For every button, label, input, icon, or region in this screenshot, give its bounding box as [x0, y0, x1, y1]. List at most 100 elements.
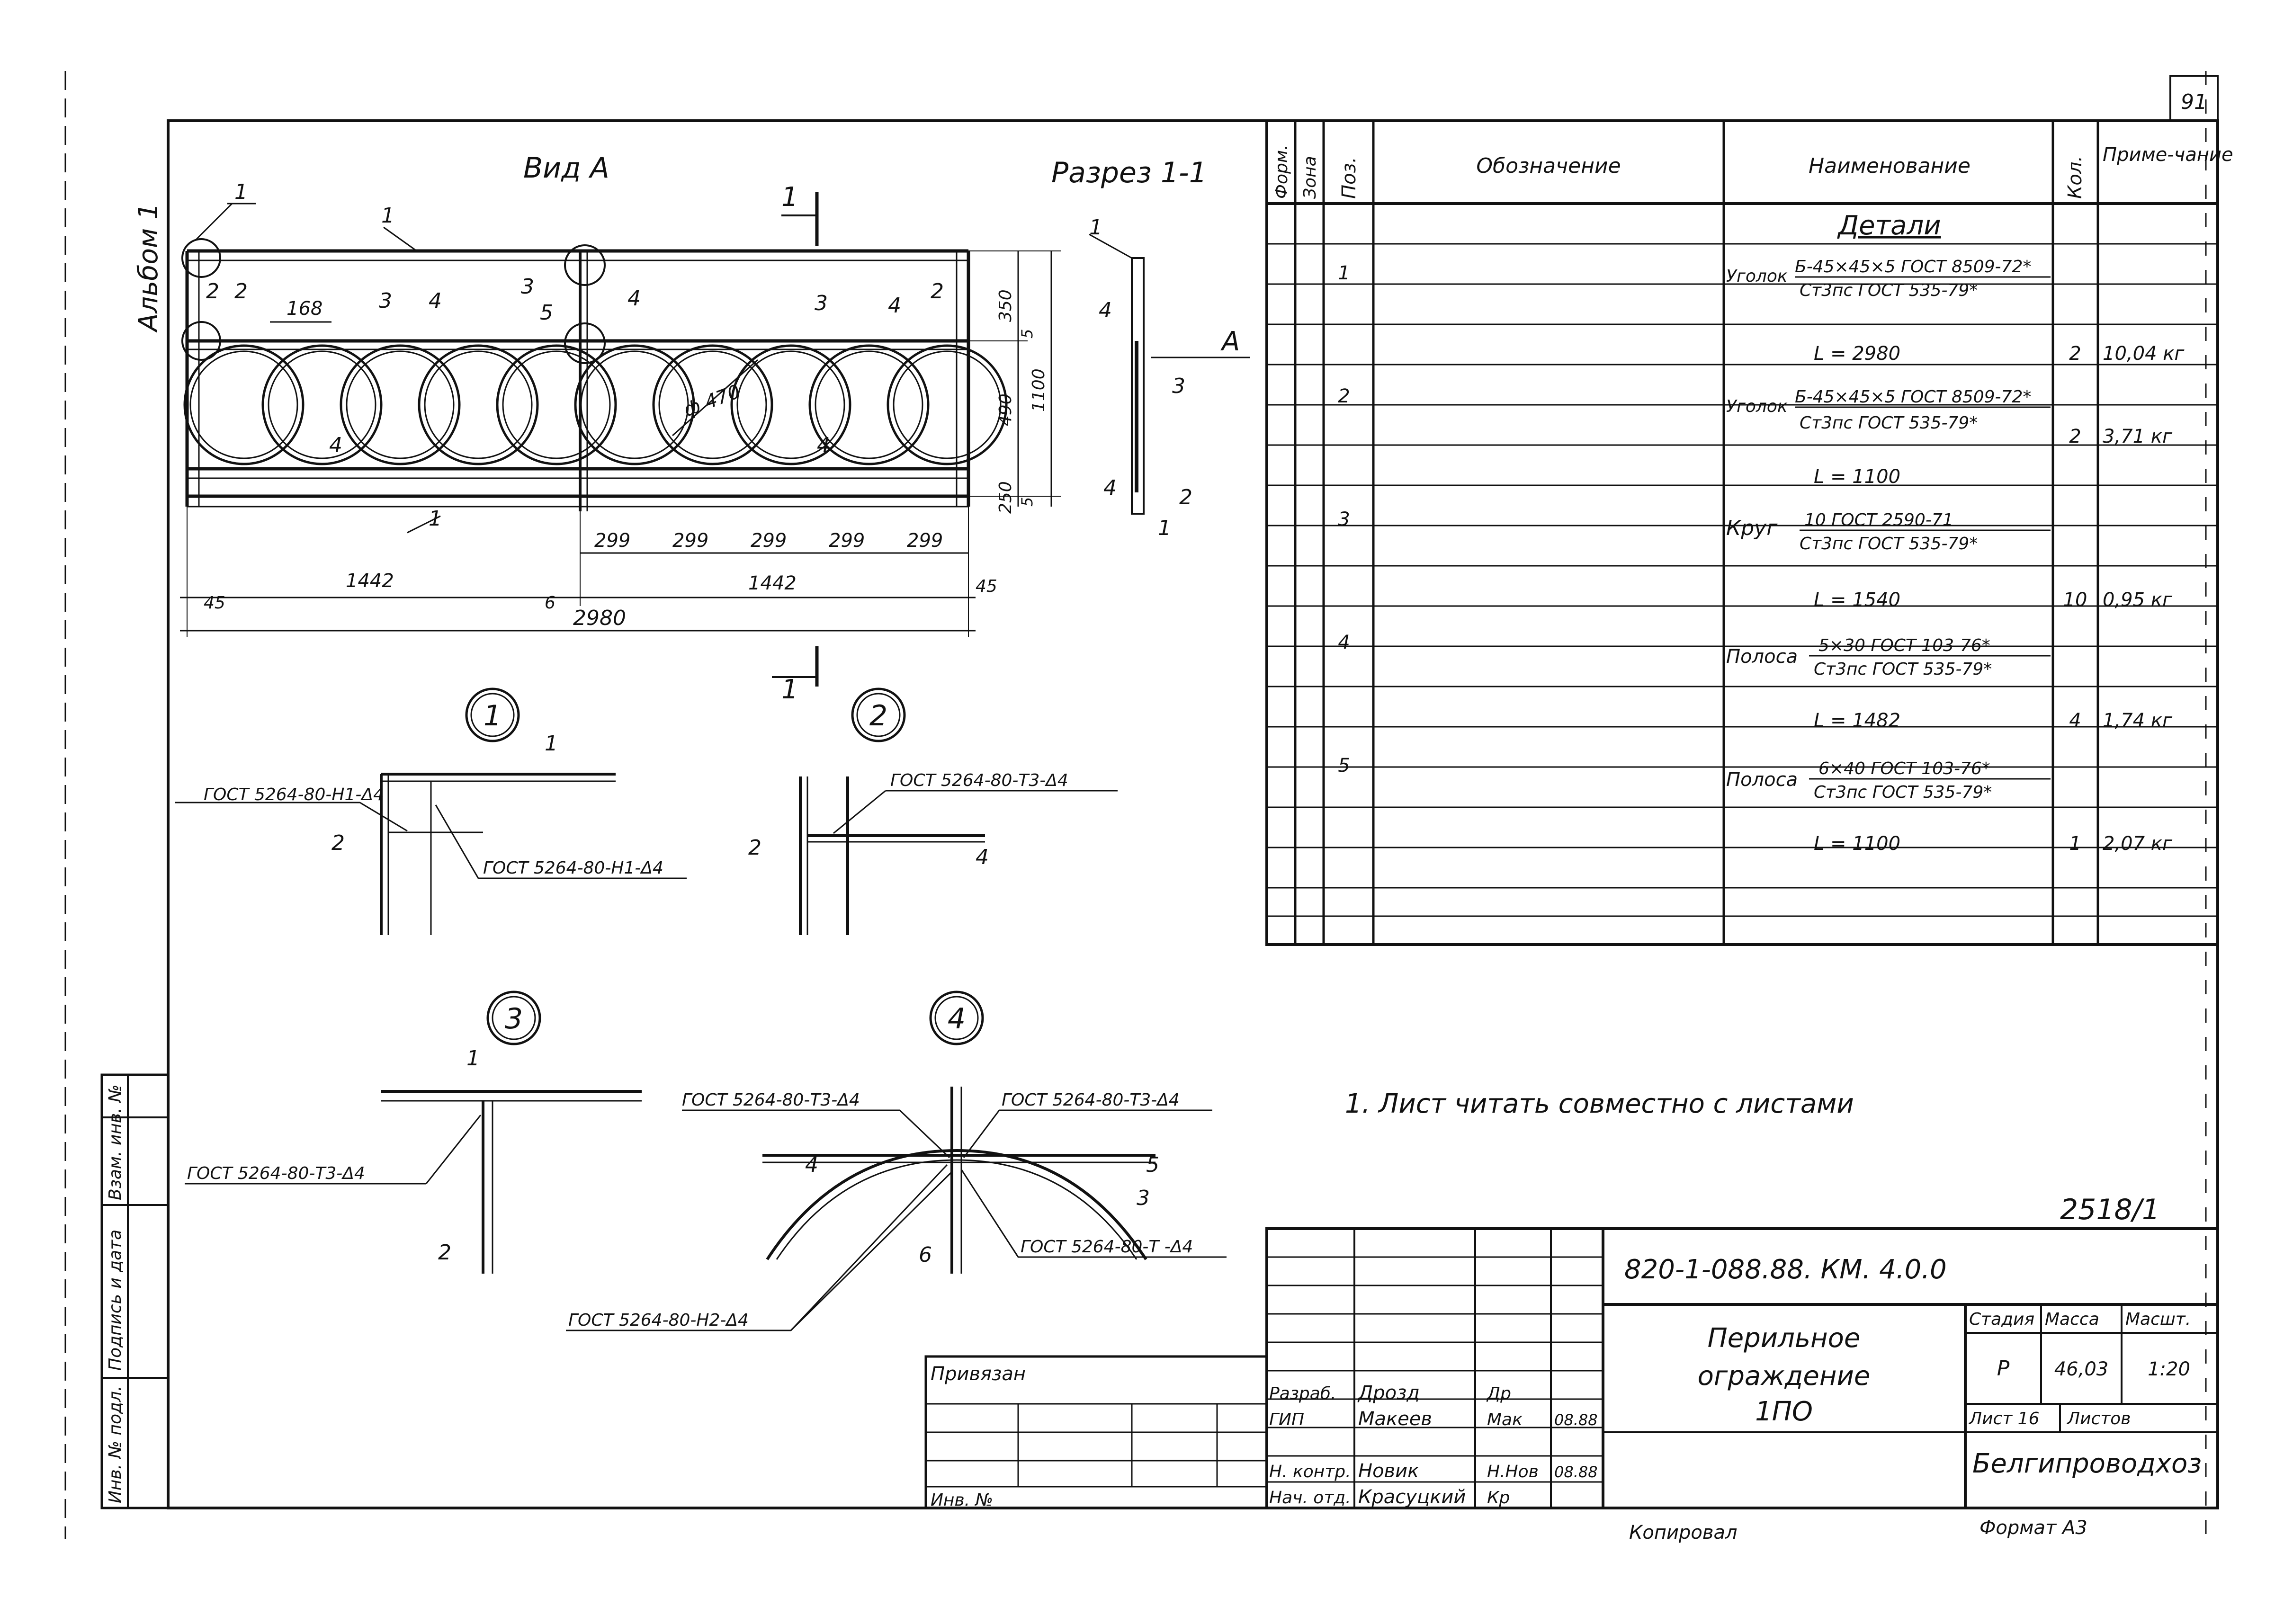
dim-299: 299 [751, 530, 787, 552]
node-number: 4 [948, 1002, 966, 1035]
spec-row-note: 0,95 кг [2103, 589, 2173, 611]
spec-row-length: L = 1540 [1814, 589, 1900, 611]
spec-row-standard: Б-45×45×5 ГОСТ 8509-72* [1795, 387, 2031, 407]
spec-row-length: L = 2980 [1814, 343, 1900, 365]
specification-table: Форм. Зона Поз. Обозначение Наименование… [1265, 119, 2233, 946]
node-pos-2: 2 [438, 1240, 451, 1265]
spec-row-qty: 2 [2069, 426, 2081, 447]
view-pos-1: 1 [429, 507, 442, 531]
drawing-title-line1: Перильное [1708, 1323, 1861, 1354]
role-person: Макеев [1358, 1408, 1432, 1430]
dim-250: 250 [996, 481, 1015, 514]
role-signature: Н.Нов [1487, 1462, 1539, 1481]
dim-490: 490 [996, 393, 1015, 426]
document-code: 820-1-088.88. КМ. 4.0.0 [1624, 1254, 1947, 1285]
dim-1100: 1100 [1029, 368, 1048, 412]
weld-callout: ГОСТ 5264-80-Т3-Δ4 [1002, 1090, 1180, 1110]
album-label: Альбом 1 [133, 203, 164, 333]
spec-row-material: Ст3пс ГОСТ 535-79* [1814, 783, 1992, 802]
node-pos-5: 5 [1146, 1153, 1159, 1177]
spec-row-pos: 3 [1338, 509, 1350, 530]
node-pos-2: 2 [748, 836, 761, 860]
section-pos-1: 1 [1089, 215, 1102, 240]
view-title: Вид А [523, 152, 609, 185]
title-block: Привязан Инв. № 820-1-088.88. КМ. 4.0.0 … [924, 1227, 2219, 1544]
dim-5: 5 [1018, 497, 1036, 507]
role-label: Разраб. [1269, 1384, 1336, 1403]
dim-168: 168 [287, 298, 322, 320]
spec-row-standard: Б-45×45×5 ГОСТ 8509-72* [1795, 257, 2031, 277]
node-number: 2 [869, 699, 887, 732]
role-date: 08.88 [1554, 1411, 1598, 1429]
spec-row-pos: 2 [1338, 385, 1350, 407]
spec-header-note: Приме-чание [2103, 144, 2233, 166]
section-title: Разрез 1-1 [1051, 156, 1207, 189]
dim-299: 299 [829, 530, 865, 552]
role-signature: Кр [1487, 1488, 1510, 1508]
margin-field-replacement: Взам. инв. № [106, 1085, 125, 1200]
dim-299: 299 [907, 530, 943, 552]
node-pos-3: 3 [1137, 1186, 1150, 1210]
spec-header-designation: Обозначение [1476, 154, 1621, 178]
cut-label: 1 [781, 674, 798, 705]
spec-row-type: Полоса [1726, 769, 1798, 791]
spec-header-position: Поз. [1338, 157, 1360, 199]
spec-row-qty: 2 [2069, 343, 2081, 365]
spec-header-name: Наименование [1809, 154, 1971, 178]
view-pos-4: 4 [627, 286, 641, 311]
section-pos-2: 2 [1179, 485, 1192, 509]
dim-299: 299 [672, 530, 708, 552]
role-label: ГИП [1269, 1410, 1304, 1429]
weld-callout: ГОСТ 5264-80-Т -Δ4 [1021, 1237, 1193, 1257]
view-pos-3: 3 [815, 291, 828, 315]
view-pos-1: 1 [381, 204, 394, 228]
node-pos-4: 4 [976, 845, 989, 869]
dim-350: 350 [996, 289, 1015, 322]
role-person: Красуцкий [1358, 1486, 1466, 1508]
spec-row-standard: 6×40 ГОСТ 103-76* [1818, 759, 1990, 778]
binding-label: Привязан [931, 1363, 1026, 1385]
spec-row-qty: 10 [2063, 589, 2087, 611]
spec-row-note: 2,07 кг [2103, 833, 2173, 855]
spec-row-type: Уголок [1726, 267, 1788, 286]
view-arrow-label: А [1220, 326, 1240, 357]
spec-row-type: Уголок [1726, 397, 1788, 416]
view-pos-2: 2 [234, 279, 248, 303]
view-pos-5: 5 [540, 301, 553, 325]
role-signature: Мак [1487, 1410, 1523, 1429]
organization-name: Белгипроводхоз [1972, 1448, 2202, 1479]
node-4: 4 ГОСТ 5264-80-Т3-Δ4 ГОСТ 5264-80-Т3-Δ4 … [566, 990, 1227, 1331]
weld-callout: ГОСТ 5264-80-Т3-Δ4 [890, 771, 1068, 790]
stage-header: Стадия [1969, 1310, 2034, 1329]
view-pos-4: 4 [888, 294, 901, 318]
dim-6: 6 [545, 593, 555, 613]
node-pos-4: 4 [805, 1153, 818, 1177]
drawing-title-line3: 1ПО [1755, 1396, 1813, 1427]
dim-45: 45 [204, 593, 225, 613]
spec-row-type: Круг [1726, 516, 1778, 540]
spec-row-length: L = 1100 [1814, 833, 1900, 855]
node-pos-6: 6 [919, 1243, 932, 1267]
sheet-index: Лист 16 [1968, 1409, 2039, 1428]
node-number: 3 [505, 1002, 523, 1035]
spec-row-pos: 1 [1338, 262, 1350, 284]
cut-label: 1 [781, 182, 798, 213]
dim-5: 5 [1018, 329, 1036, 339]
role-signature: Др [1486, 1384, 1511, 1403]
weld-callout: ГОСТ 5264-80-Н1-Δ4 [204, 785, 384, 804]
spec-row-material: Ст3пс ГОСТ 535-79* [1800, 281, 1978, 300]
view-pos-3: 3 [379, 289, 392, 313]
spec-row-pos: 5 [1338, 755, 1350, 776]
sheet-note: 1. Лист читать совместно с листами [1345, 1089, 1854, 1119]
role-label: Н. контр. [1269, 1462, 1351, 1481]
scale-header: Масшт. [2125, 1310, 2191, 1329]
dim-1442: 1442 [748, 572, 797, 594]
spec-header-format: Форм. [1272, 145, 1291, 199]
spec-row-material: Ст3пс ГОСТ 535-79* [1800, 534, 1978, 553]
section-pos-1: 1 [1158, 516, 1171, 540]
view-pos-4: 4 [329, 433, 342, 457]
view-pos-3: 3 [521, 275, 534, 299]
sheet-count-label: Листов [2066, 1409, 2131, 1428]
spec-row-note: 1,74 кг [2103, 710, 2173, 732]
